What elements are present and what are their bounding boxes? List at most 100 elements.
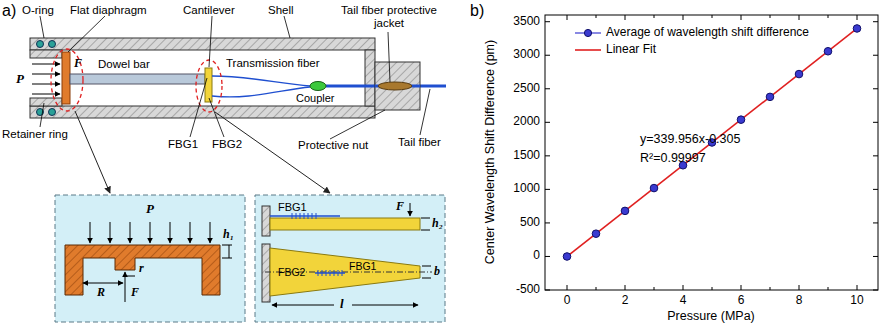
sensor-name: FBG2 [278, 266, 305, 278]
dimension: b [434, 265, 440, 279]
tick [873, 21, 878, 22]
tick [567, 15, 568, 20]
tick [873, 122, 878, 123]
tick [545, 222, 550, 223]
tick-label: 1500 [513, 149, 540, 163]
tick [654, 287, 655, 290]
legend-text: Linear Fit [606, 43, 656, 57]
grating-line [304, 213, 305, 219]
tick [545, 122, 550, 123]
tick-label: 2000 [513, 115, 540, 129]
tick [828, 287, 829, 290]
grating-line [330, 270, 331, 276]
part-name: Retainer ring [2, 128, 68, 141]
tick [873, 256, 878, 257]
tick [625, 15, 626, 20]
tick [712, 287, 713, 290]
dimension: h₁ [223, 228, 234, 242]
tick [567, 285, 568, 290]
grating-line [342, 270, 343, 276]
panel-label: a) [2, 2, 16, 20]
part-name: Tail fiber protective jacket [330, 4, 448, 30]
part-name: FBG1 [168, 138, 198, 151]
data-point [650, 184, 658, 192]
tick [799, 285, 800, 290]
data-point [824, 47, 832, 55]
pressure-symbol: P [146, 202, 154, 217]
part-name: Cantilever [183, 4, 235, 17]
tick-label: 500 [520, 216, 540, 230]
grating-line [308, 213, 309, 219]
tick-label: 1000 [513, 182, 540, 196]
tick [596, 15, 597, 18]
tick-label: 2 [622, 294, 629, 308]
dimension: R [97, 286, 105, 300]
dimension: r [139, 262, 144, 276]
axis-title: Pressure (MPa) [667, 309, 755, 323]
tick [545, 21, 550, 22]
grating-line [338, 270, 339, 276]
tick [625, 285, 626, 290]
part-name: Coupler [296, 92, 335, 105]
axis-title: Center Wavelength Shift Difference (pm) [483, 40, 497, 264]
tick [873, 189, 878, 190]
tick [545, 155, 550, 156]
legend-text: Average of wavelength shift difference [606, 26, 809, 40]
tick-label: 0 [564, 294, 571, 308]
data-point [766, 93, 774, 101]
data-point [795, 70, 803, 78]
tick [873, 88, 878, 89]
tick [596, 287, 597, 290]
tick-label: 10 [850, 294, 863, 308]
dimension: l [340, 297, 344, 312]
tick [654, 15, 655, 18]
tick-label: 8 [796, 294, 803, 308]
part-name: Shell [268, 4, 294, 17]
tick [683, 15, 684, 20]
grating-line [326, 270, 327, 276]
tick [712, 15, 713, 18]
grating-line [334, 270, 335, 276]
data-point [563, 253, 571, 261]
tick [770, 287, 771, 290]
force-symbol: F [396, 200, 404, 214]
fit-line [564, 26, 860, 259]
sensor-name: FBG1 [349, 260, 376, 272]
equation: y=339.956x-0.305 [640, 132, 740, 146]
tick [545, 256, 550, 257]
tick-label: 6 [738, 294, 745, 308]
tick [799, 15, 800, 20]
tick [873, 290, 878, 291]
tick [545, 290, 550, 291]
grating-line [322, 270, 323, 276]
panel-label: b) [470, 2, 484, 20]
tick [741, 285, 742, 290]
sensor-name: FBG1 [278, 201, 307, 214]
data-point [592, 230, 600, 238]
grating-line [318, 270, 319, 276]
tick [857, 285, 858, 290]
data-point [737, 116, 745, 124]
tick-label: 4 [680, 294, 687, 308]
part-name: Flat diaphragm [70, 4, 147, 17]
force-symbol: F [74, 57, 82, 71]
part-name: Tail fiber [398, 136, 441, 149]
grating-line [300, 213, 301, 219]
tick-label: 3500 [513, 15, 540, 29]
part-name: Dowel bar [98, 58, 150, 71]
tick-label: 2500 [513, 82, 540, 96]
grating-line [312, 213, 313, 219]
part-name: Protective nut [298, 139, 368, 152]
part-name: FBG2 [212, 138, 242, 151]
tick-label: 0 [533, 250, 540, 264]
tick [828, 15, 829, 18]
grating-line [316, 213, 317, 219]
data-point [853, 25, 861, 33]
tick [545, 55, 550, 56]
grating-line [292, 213, 293, 219]
tick [545, 88, 550, 89]
equation: R²=0.99997 [640, 151, 706, 165]
tick [770, 15, 771, 18]
